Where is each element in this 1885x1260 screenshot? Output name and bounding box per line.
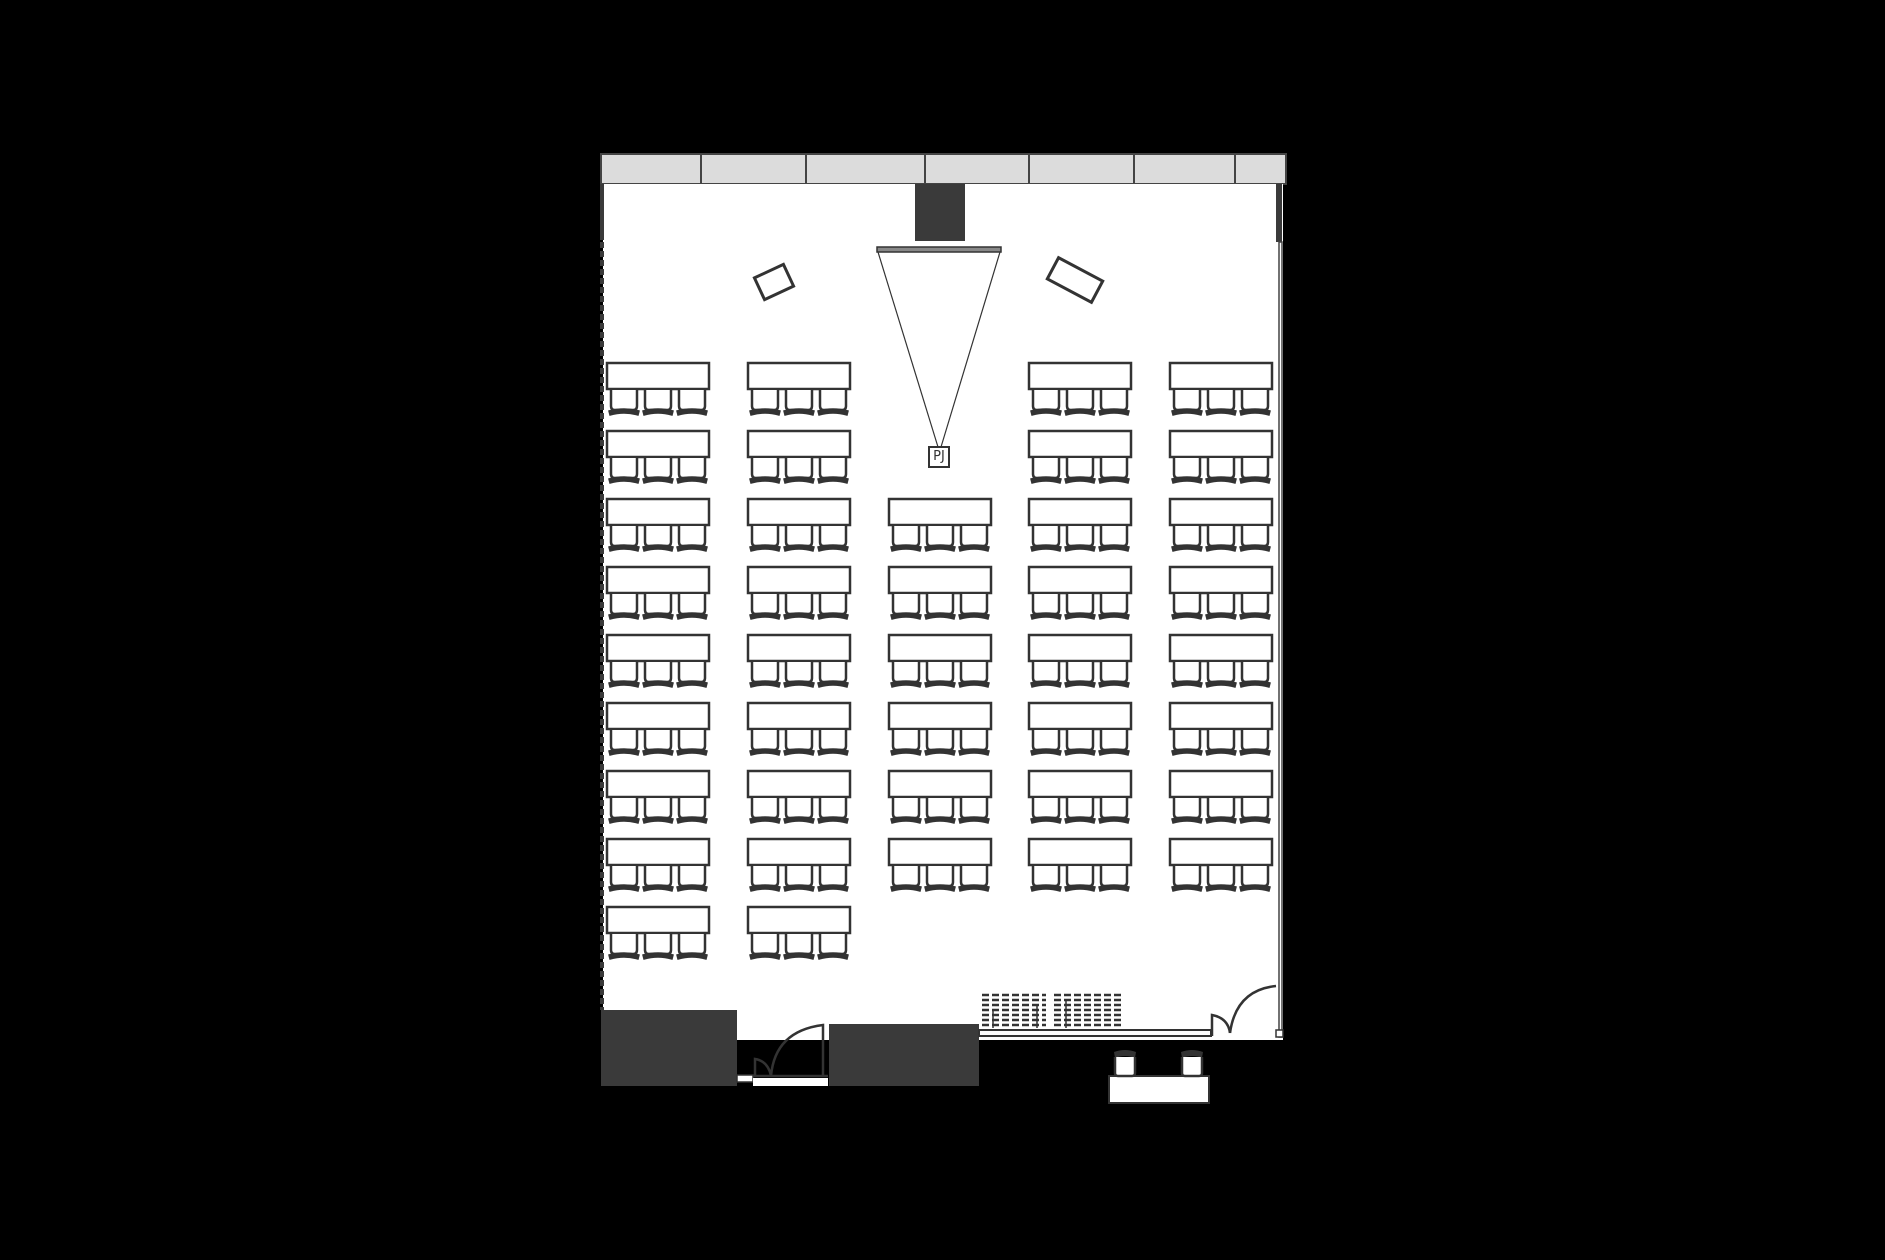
reception-desk <box>1108 1050 1210 1104</box>
stage-steps <box>978 993 1212 1037</box>
projector-label: PJ <box>933 449 945 464</box>
speaker-left <box>752 262 796 302</box>
column-pillar <box>915 184 965 241</box>
left-wall <box>600 184 604 1010</box>
seating-column-1 <box>607 363 709 959</box>
seating-column-2 <box>748 363 850 959</box>
reception-chair-2 <box>1180 1050 1204 1078</box>
window-band <box>600 153 1287 185</box>
projector <box>928 446 950 468</box>
rear-side-door <box>1210 984 1284 1038</box>
reception-chair-1 <box>1113 1050 1137 1078</box>
main-entrance-door <box>736 1023 828 1086</box>
speaker-right <box>1045 255 1105 305</box>
storage-block-right <box>829 1024 979 1086</box>
storage-block-left <box>601 1010 737 1086</box>
projection-screen <box>876 246 1002 448</box>
